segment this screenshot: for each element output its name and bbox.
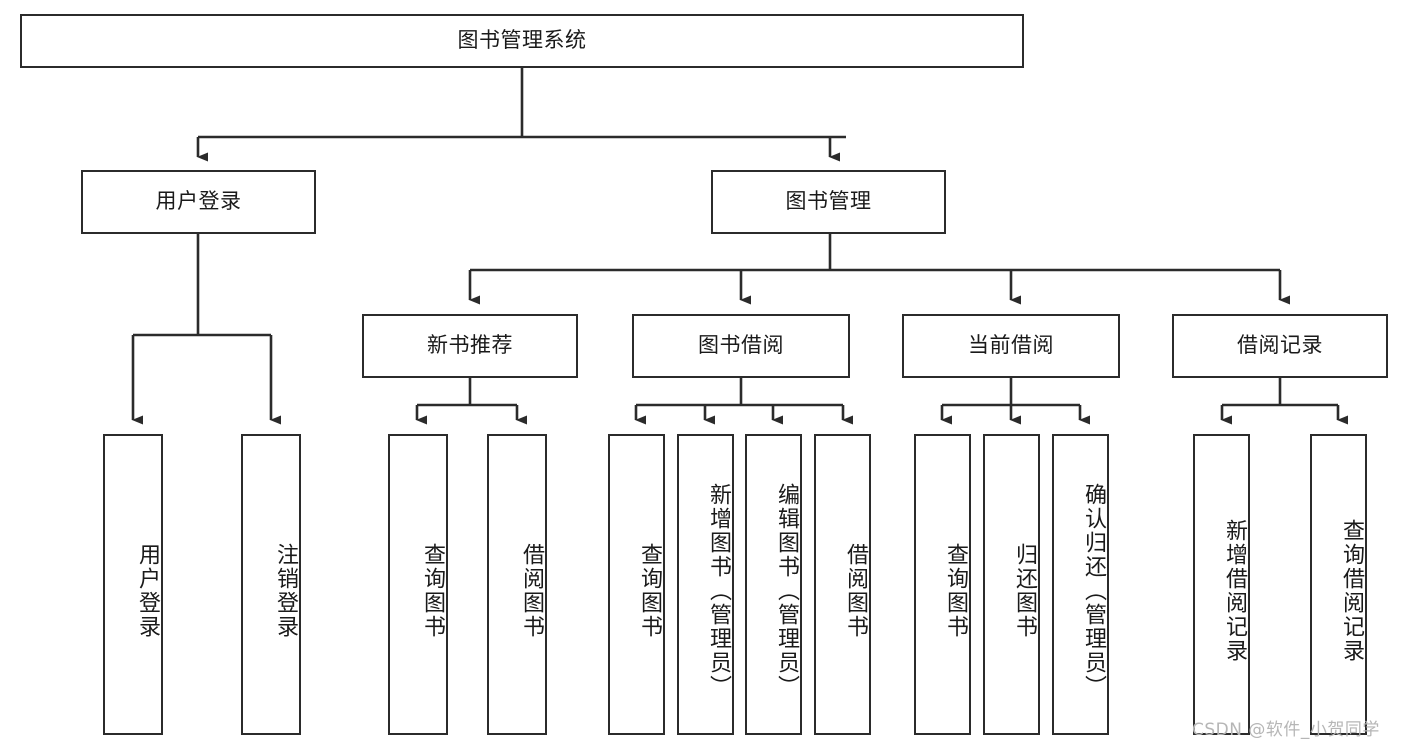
node-label: 归还图书 (1012, 542, 1037, 639)
node-label: 借阅图书 (843, 542, 868, 639)
node-label: 新增借阅记录 (1222, 518, 1247, 663)
node-label: 当前借阅 (968, 333, 1054, 358)
leaf-current-return-book[interactable]: 归还图书 (983, 434, 1040, 735)
node-root-library-management-system[interactable]: 图书管理系统 (20, 14, 1024, 68)
node-new-book-recommend[interactable]: 新书推荐 (362, 314, 578, 378)
csdn-watermark: CSDN @软件_小贺同学 (1192, 720, 1380, 740)
edge-root-to-level2 (196, 68, 846, 162)
node-label: 查询图书 (637, 542, 662, 639)
leaf-borrow-edit-book-admin[interactable]: 编辑图书（管理员） (745, 434, 802, 735)
node-label: 查询图书 (420, 542, 445, 639)
leaf-recommend-query-book[interactable]: 查询图书 (388, 434, 448, 735)
leaf-borrow-borrow-book[interactable]: 借阅图书 (814, 434, 871, 735)
node-label: 图书借阅 (698, 333, 784, 358)
node-label: 借阅图书 (519, 542, 544, 639)
leaf-current-confirm-return-admin[interactable]: 确认归还（管理员） (1052, 434, 1109, 735)
node-label: 查询借阅记录 (1339, 518, 1364, 663)
leaf-user-login[interactable]: 用户登录 (103, 434, 163, 735)
node-label: 编辑图书（管理员） (774, 482, 799, 699)
leaf-record-add-borrow-record[interactable]: 新增借阅记录 (1193, 434, 1250, 735)
node-book-management[interactable]: 图书管理 (711, 170, 946, 234)
node-label: 图书管理 (785, 189, 872, 214)
leaf-record-query-borrow-record[interactable]: 查询借阅记录 (1310, 434, 1367, 735)
node-label: 借阅记录 (1237, 333, 1323, 358)
leaf-borrow-query-book[interactable]: 查询图书 (608, 434, 665, 735)
node-label: 新书推荐 (427, 333, 513, 358)
edge-book-manage-to-level3 (468, 234, 1290, 305)
edge-book-borrow-to-leaves (634, 378, 853, 425)
edge-user-login-to-leaves (131, 234, 281, 425)
node-borrow-record[interactable]: 借阅记录 (1172, 314, 1388, 378)
node-label: 用户登录 (155, 189, 242, 214)
node-label: 新增图书（管理员） (706, 482, 731, 699)
edge-borrow-record-to-leaves (1220, 378, 1348, 425)
node-label: 查询图书 (943, 542, 968, 639)
leaf-current-query-book[interactable]: 查询图书 (914, 434, 971, 735)
edge-new-book-to-leaves (415, 378, 527, 425)
node-current-borrow[interactable]: 当前借阅 (902, 314, 1120, 378)
node-book-borrow[interactable]: 图书借阅 (632, 314, 850, 378)
node-user-login[interactable]: 用户登录 (81, 170, 316, 234)
node-label: 注销登录 (273, 542, 298, 639)
leaf-borrow-add-book-admin[interactable]: 新增图书（管理员） (677, 434, 734, 735)
edge-current-borrow-to-leaves (940, 378, 1090, 425)
node-label: 图书管理系统 (457, 28, 587, 53)
leaf-recommend-borrow-book[interactable]: 借阅图书 (487, 434, 547, 735)
node-label: 用户登录 (135, 542, 160, 639)
node-label: 确认归还（管理员） (1081, 482, 1106, 699)
leaf-logout[interactable]: 注销登录 (241, 434, 301, 735)
